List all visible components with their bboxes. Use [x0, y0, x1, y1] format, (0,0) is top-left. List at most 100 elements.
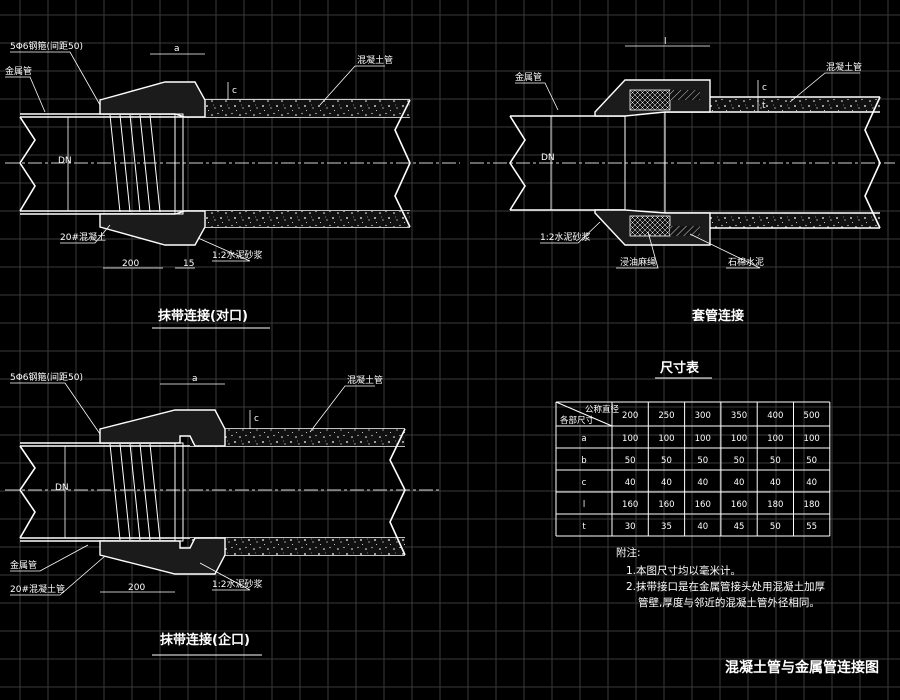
- table-row-label: l: [583, 500, 585, 510]
- 200-dim-label: 200: [122, 259, 139, 269]
- table-cell: 45: [734, 522, 745, 532]
- table-row-label: a: [581, 434, 586, 444]
- label-mortar: 1:2水泥砂浆: [540, 231, 591, 243]
- leader-concrete-pipe: [319, 65, 385, 106]
- table-cell: 160: [622, 500, 638, 510]
- dn-dim-label: DN: [541, 153, 555, 163]
- leader-metal: [515, 82, 559, 111]
- steel-hoop-spiral: [109, 114, 161, 213]
- table-cell: 50: [661, 456, 672, 466]
- label-spiral: 5Φ6钢箍(间距50): [10, 40, 83, 52]
- c-dim-label: c: [762, 83, 767, 93]
- table-cell: 100: [804, 434, 820, 444]
- concrete-wall-top: [185, 100, 410, 117]
- table-header-cell: 300: [695, 411, 711, 421]
- table-cell: 50: [770, 522, 781, 532]
- view-sleeve-joint: DN l c t 金属管 混凝土管 1:2水泥砂浆 浸油麻绳 石棉水泥 套管连接: [470, 37, 895, 324]
- drawing-title: 混凝土管与金属管连接图: [725, 659, 879, 676]
- table-cell: 55: [806, 522, 817, 532]
- label-asbestos: 石棉水泥: [728, 256, 764, 268]
- table-cell: 160: [731, 500, 747, 510]
- label-c20: 20#混凝土管: [10, 583, 65, 595]
- 200-dim-label: 200: [128, 583, 145, 593]
- steel-hoop-spiral: [109, 443, 161, 541]
- table-header-cell: 350: [731, 411, 747, 421]
- note-item-2: 2.抹带接口是在金属管接头处用混凝土加厚: [626, 580, 826, 593]
- caption-butt-joint: 抹带连接(对口): [158, 308, 248, 324]
- table-cell: 180: [804, 500, 820, 510]
- label-concrete-pipe: 混凝土管: [826, 61, 862, 73]
- socket-gap: [174, 442, 184, 542]
- table-header-cell: 250: [658, 411, 674, 421]
- label-metal: 金属管: [515, 71, 542, 83]
- table-cell: 50: [697, 456, 708, 466]
- leader-spiral: [10, 382, 101, 435]
- table-row-label: b: [581, 456, 586, 466]
- label-mortar: 1:2水泥砂浆: [212, 249, 263, 261]
- leader-mortar: [540, 221, 601, 244]
- leader-concrete-pipe: [789, 72, 860, 103]
- asbestos-cement-bottom: [670, 226, 700, 236]
- table-corner-diagonal: [555, 401, 613, 427]
- leader-oakum: [616, 231, 659, 269]
- table-cell: 50: [625, 456, 636, 466]
- label-spiral: 5Φ6钢箍(间距50): [10, 371, 83, 383]
- concrete-collar-bottom: [99, 537, 226, 575]
- dn-dim-label: DN: [58, 156, 72, 166]
- note-item-3: 管壁,厚度与邻近的混凝土管外径相同。: [638, 596, 820, 609]
- label-metal: 金属管: [5, 65, 32, 77]
- table-cell: 40: [770, 478, 781, 488]
- a-dim-label: a: [174, 44, 180, 54]
- t-dim-label: t: [762, 101, 766, 111]
- table-cell: 40: [806, 478, 817, 488]
- label-metal: 金属管: [10, 559, 37, 571]
- table-cell: 40: [625, 478, 636, 488]
- table-cell: 160: [695, 500, 711, 510]
- table-cell: 100: [767, 434, 783, 444]
- table-row-label: t: [582, 522, 586, 532]
- leader-mortar: [197, 237, 251, 262]
- caption-sleeve-joint: 套管连接: [691, 308, 744, 324]
- pipe-break-right: [864, 96, 881, 229]
- concrete-wall-bottom: [665, 213, 880, 228]
- label-concrete-pipe: 混凝土管: [347, 374, 383, 386]
- concrete-collar-top: [99, 81, 206, 118]
- table-title: 尺寸表: [660, 360, 700, 376]
- oakum-packing-bottom: [629, 215, 671, 237]
- concrete-wall-top: [665, 97, 880, 112]
- table-corner-bottom: 各部尺寸: [560, 415, 595, 426]
- leader-c20: [10, 555, 106, 596]
- concrete-wall-bottom: [185, 211, 410, 227]
- concrete-wall-bottom: [190, 538, 405, 555]
- table-cell: 100: [658, 434, 674, 444]
- label-concrete-pipe: 混凝土管: [357, 54, 393, 66]
- table-header-cell: 200: [622, 411, 638, 421]
- leader-c20: [60, 224, 111, 244]
- pipe-break-right: [389, 428, 406, 556]
- leader-metal: [10, 544, 89, 572]
- table-cell: 40: [697, 522, 708, 532]
- asbestos-cement-top: [670, 90, 700, 100]
- concrete-collar-top: [99, 409, 226, 447]
- table-cell: 100: [695, 434, 711, 444]
- pipe-break-right: [394, 99, 411, 228]
- label-mortar: 1:2水泥砂浆: [212, 578, 263, 590]
- c-dim-label: c: [232, 86, 237, 96]
- pipe-break-left: [19, 116, 36, 212]
- concrete-collar-bottom: [99, 210, 206, 246]
- caption-socket-joint: 抹带连接(企口): [160, 632, 250, 648]
- c-dim-label: c: [254, 414, 259, 424]
- table-cell: 100: [731, 434, 747, 444]
- label-oakum: 浸油麻绳: [620, 256, 656, 268]
- table-cell: 50: [770, 456, 781, 466]
- 15-dim-label: 15: [183, 259, 194, 269]
- notes-block: 附注: 1.本图尺寸均以毫米计。 2.抹带接口是在金属管接头处用混凝土加厚 管壁…: [616, 546, 826, 609]
- leader-spiral: [10, 51, 101, 106]
- table-cell: 100: [622, 434, 638, 444]
- table-cell: 180: [767, 500, 783, 510]
- notes-heading: 附注:: [616, 546, 641, 559]
- table-grid: [555, 401, 831, 537]
